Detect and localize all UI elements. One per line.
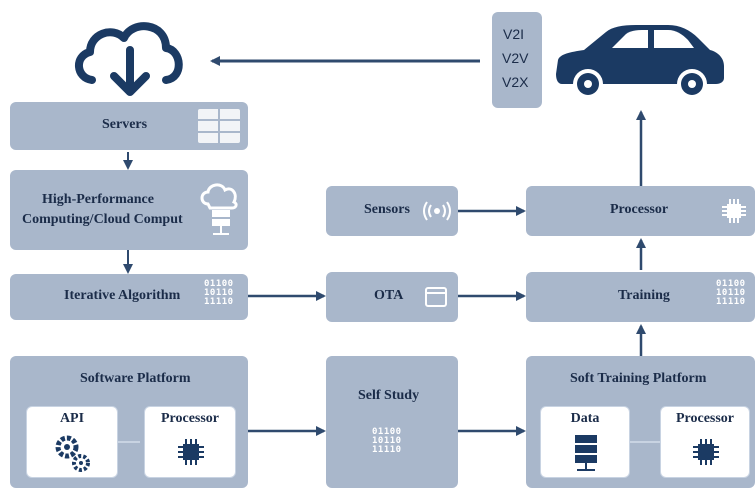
car-icon <box>556 25 724 99</box>
training-binary: 01100 10110 11110 <box>716 279 746 307</box>
software-platform-box: Software Platform API Processor <box>10 356 248 488</box>
api-label: API <box>59 411 85 426</box>
sensors-box: Sensors <box>326 186 458 236</box>
cloud-download-icon <box>75 22 183 96</box>
servers-label: Servers <box>102 117 148 132</box>
self-study-binary: 01100 10110 11110 <box>372 427 402 455</box>
processor-card-soft: Processor <box>660 406 750 478</box>
chip-icon <box>722 199 746 223</box>
software-platform-title: Software Platform <box>80 371 191 386</box>
ota-box: OTA <box>326 272 458 322</box>
database-icon <box>575 435 597 471</box>
processor-label-software: Processor <box>160 411 220 426</box>
self-study-box: Self Study 01100 10110 11110 <box>326 356 458 488</box>
self-study-label: Self Study <box>358 388 420 403</box>
chip-icon <box>693 439 719 465</box>
training-box: Training 01100 10110 11110 <box>526 272 755 322</box>
soft-training-title: Soft Training Platform <box>570 371 707 386</box>
iterative-label: Iterative Algorithm <box>64 288 181 303</box>
chip-icon <box>178 439 204 465</box>
data-card: Data <box>540 406 630 478</box>
server-rack-icon <box>198 109 240 143</box>
sensors-label: Sensors <box>364 202 410 217</box>
window-icon <box>425 287 447 307</box>
api-card: API <box>26 406 118 478</box>
sensor-signal-icon <box>423 201 451 221</box>
hpc-box: High-Performance Computing/Cloud Comput <box>10 170 248 250</box>
processor-label-soft: Processor <box>675 411 735 426</box>
v2x-label: V2X <box>502 74 529 90</box>
v2v-label: V2V <box>502 50 529 66</box>
soft-training-connector <box>630 441 660 443</box>
processor-card-software: Processor <box>144 406 236 478</box>
software-platform-connector <box>118 441 140 443</box>
iterative-algorithm-box: Iterative Algorithm 01100 10110 11110 <box>10 274 248 320</box>
v2x-box: V2I V2V V2X <box>492 12 542 108</box>
servers-box: Servers <box>10 102 248 150</box>
ota-label: OTA <box>374 288 404 303</box>
soft-training-platform-box: Soft Training Platform Data Processor <box>526 356 755 488</box>
hpc-label-line1: High-Performance <box>42 192 154 207</box>
v2i-label: V2I <box>503 26 525 42</box>
data-label: Data <box>570 411 600 426</box>
training-label: Training <box>618 288 670 303</box>
gears-icon <box>55 435 90 472</box>
processor-box-label: Processor <box>610 202 669 217</box>
cloud-server-icon <box>200 183 238 235</box>
iterative-binary: 01100 10110 11110 <box>204 279 234 307</box>
hpc-label-line2: Computing/Cloud Comput <box>22 212 183 227</box>
processor-box: Processor <box>526 186 755 236</box>
